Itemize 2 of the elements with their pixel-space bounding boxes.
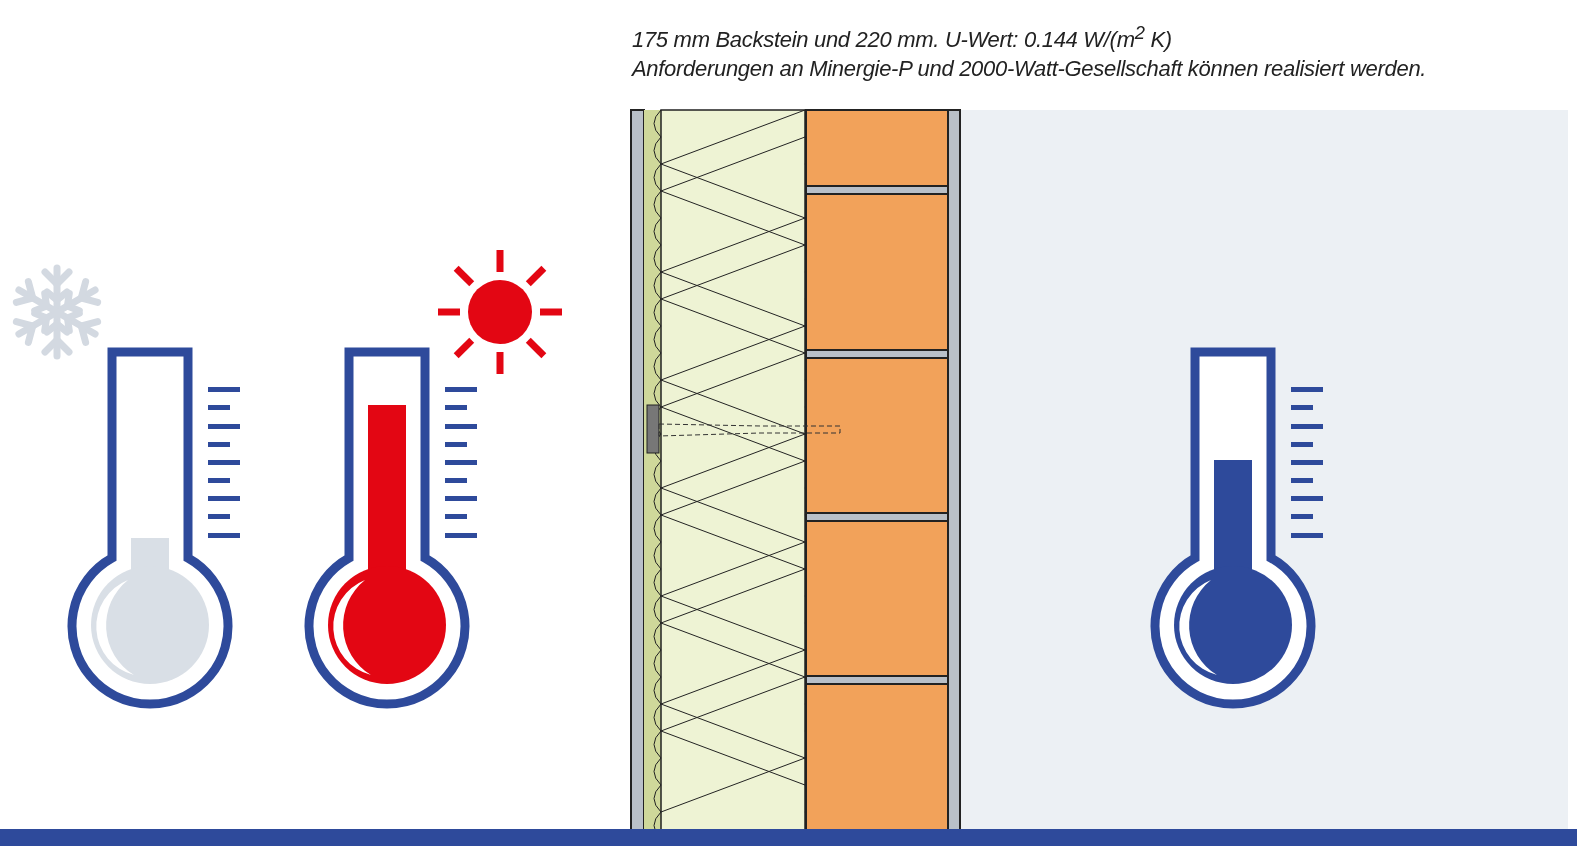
note-text: 175 mm Backstein und 220 mm. U-Wert: 0.144 W/(m$^{2}$ K) bbox=[632, 22, 1172, 54]
note-text: Anforderungen an Minergie-P und 2000-Watt-Gesellschaft können realisiert werden. bbox=[632, 56, 1427, 82]
